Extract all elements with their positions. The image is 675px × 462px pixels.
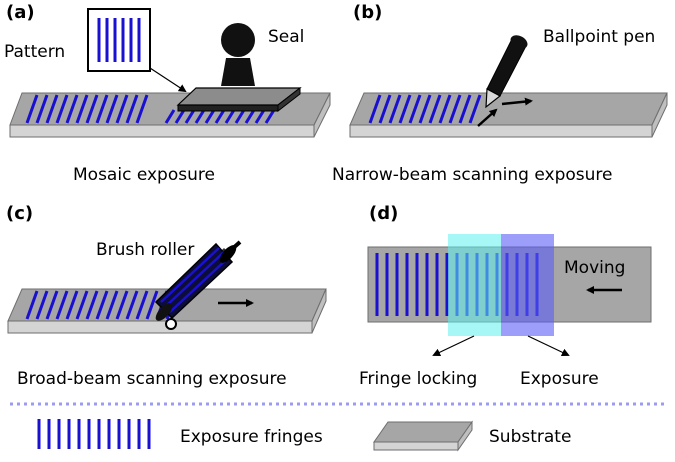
panel-a-caption: Mosaic exposure [73,165,215,185]
exposure-label: Exposure [520,369,599,389]
panel-c-letter: (c) [6,203,33,224]
ballpoint-pen-icon [485,35,528,109]
legend-fringes-label: Exposure fringes [180,427,323,447]
panel-c-caption: Broad-beam scanning exposure [17,369,287,389]
panel-b-fringes [368,94,482,124]
ballpoint-pen-label: Ballpoint pen [543,27,655,47]
legend: Exposure fringes Substrate [37,419,571,452]
seal-label: Seal [268,27,304,47]
pen-arrow-diagonal [477,108,498,127]
panel-b-caption: Narrow-beam scanning exposure [332,165,613,185]
panel-a-letter: (a) [6,2,35,23]
fringe-locking-label: Fringe locking [359,369,477,389]
panel-a: (a) [4,2,331,185]
fringe-locking-pointer [432,335,475,357]
panel-b: (b) Ballpoint pen Narrow-beam scanning e… [332,2,668,185]
panel-d: (d) Moving Fringe locking Exposure [359,203,652,389]
exposure-pointer [527,335,570,357]
pattern-label: Pattern [4,42,65,62]
brush-roller-label: Brush roller [96,240,194,260]
pen-arrow-right [501,97,533,106]
pattern-to-seal-arrow [149,67,187,93]
exposure-region [501,234,554,336]
fringe-locking-region [448,234,501,336]
panel-c: (c) [6,203,327,389]
brush-roller-icon [154,240,242,330]
legend-substrate-swatch [373,420,473,452]
seal-stamp [176,23,302,113]
panel-b-letter: (b) [353,2,382,23]
moving-label: Moving [564,258,625,278]
legend-substrate-label: Substrate [489,427,571,447]
legend-fringes-swatch [37,419,151,449]
panel-d-letter: (d) [369,203,398,224]
panel-a-fringes-left [25,94,149,124]
panel-a-fringes-right [164,109,276,124]
pattern-icon [87,8,151,72]
